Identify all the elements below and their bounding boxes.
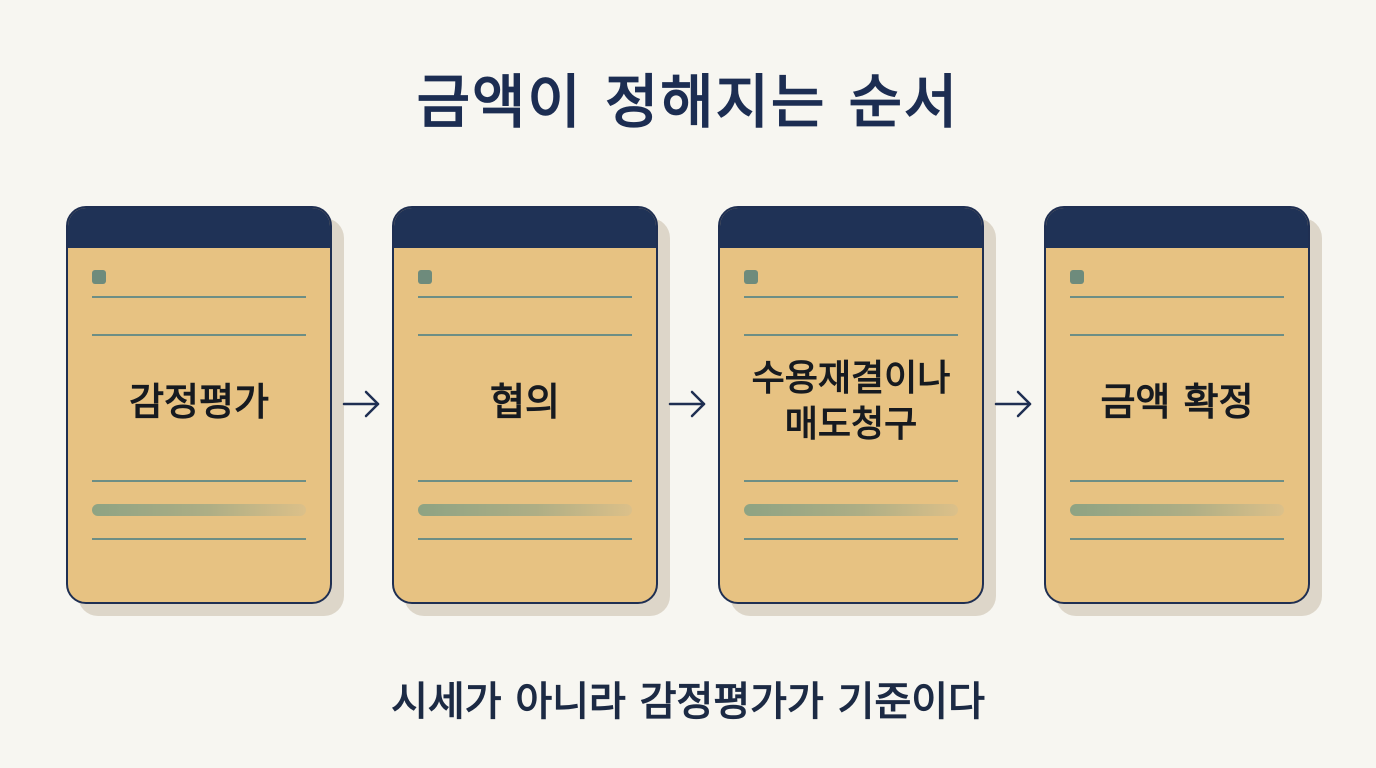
- card-line: [92, 334, 306, 336]
- card-line: [744, 334, 958, 336]
- card-line: [744, 538, 958, 540]
- card-progress-bar: [418, 504, 632, 516]
- card-line: [1070, 480, 1284, 482]
- step-card-1: 감정평가: [66, 206, 344, 616]
- card-marker-icon: [92, 270, 106, 284]
- card-line: [744, 480, 958, 482]
- card-header: [394, 208, 656, 248]
- step-card-2: 협의: [392, 206, 670, 616]
- step-label: 금액 확정: [1100, 380, 1254, 424]
- step-label: 수용재결이나 매도청구: [751, 358, 951, 445]
- card-body: 협의: [392, 206, 658, 604]
- arrow-right-icon: [668, 390, 706, 418]
- step-label: 감정평가: [129, 380, 269, 424]
- card-marker-icon: [418, 270, 432, 284]
- card-line: [92, 296, 306, 298]
- card-header: [68, 208, 330, 248]
- card-header: [1046, 208, 1308, 248]
- card-line: [1070, 334, 1284, 336]
- card-line: [1070, 538, 1284, 540]
- card-marker-icon: [744, 270, 758, 284]
- card-body: 금액 확정: [1044, 206, 1310, 604]
- card-marker-icon: [1070, 270, 1084, 284]
- card-line: [92, 538, 306, 540]
- arrow-right-icon: [994, 390, 1032, 418]
- card-body: 감정평가: [66, 206, 332, 604]
- arrow-right-icon: [342, 390, 380, 418]
- card-progress-bar: [92, 504, 306, 516]
- card-progress-bar: [744, 504, 958, 516]
- footer-caption: 시세가 아니라 감정평가가 기준이다: [391, 679, 985, 725]
- card-line: [1070, 296, 1284, 298]
- page-title: 금액이 정해지는 순서: [416, 68, 960, 136]
- card-body: 수용재결이나 매도청구: [718, 206, 984, 604]
- card-line: [744, 296, 958, 298]
- step-card-4: 금액 확정: [1044, 206, 1322, 616]
- card-line: [418, 538, 632, 540]
- card-line: [418, 334, 632, 336]
- card-line: [418, 480, 632, 482]
- card-header: [720, 208, 982, 248]
- card-line: [418, 296, 632, 298]
- step-card-3: 수용재결이나 매도청구: [718, 206, 996, 616]
- card-line: [92, 480, 306, 482]
- step-label: 협의: [490, 380, 560, 424]
- card-progress-bar: [1070, 504, 1284, 516]
